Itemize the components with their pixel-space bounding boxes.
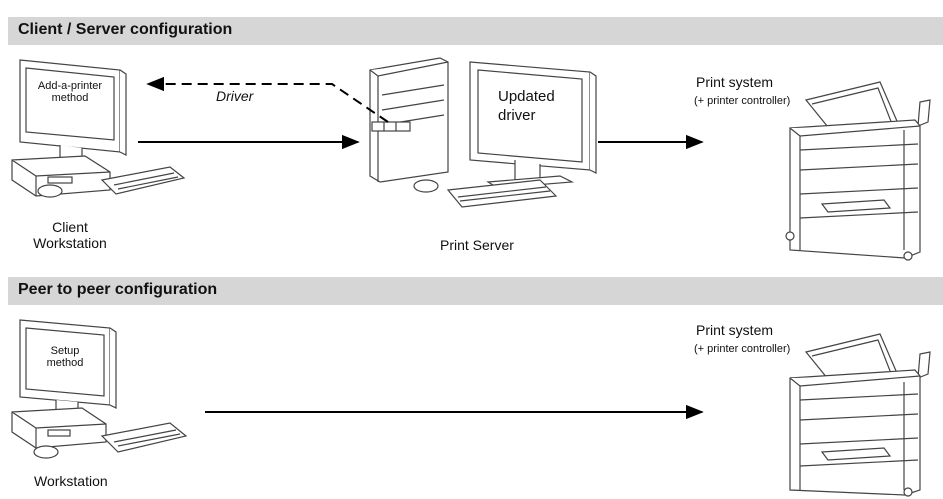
driver-label: Driver [216, 88, 254, 104]
client-screen-text: Add-a-printer method [22, 80, 118, 104]
peer-workstation-icon [11, 319, 188, 459]
print-server-label: Print Server [440, 237, 514, 253]
workstation-label: Workstation [34, 473, 108, 489]
client-workstation-label: Client Workstation [20, 219, 120, 251]
server-screen-text: Updated driver [498, 87, 555, 125]
client-screen-line-2: method [51, 92, 89, 104]
print-system-icon [785, 81, 931, 261]
peer-print-system-icon [789, 333, 931, 497]
peer-print-system-label: Print system [696, 322, 774, 338]
client-workstation-icon [11, 59, 186, 198]
peer-to-peer-title: Peer to peer configuration [18, 281, 218, 298]
server-screen-line-2: driver [498, 107, 536, 124]
driver-return-arrow [146, 76, 389, 123]
client-label-line-2: Workstation [33, 235, 107, 251]
print-system-sublabel: (+ printer controller) [694, 95, 791, 107]
print-system-label: Print system [696, 74, 774, 90]
peer-screen-line-1: Setup [50, 345, 80, 357]
client-screen-line-1: Add-a-printer [37, 80, 103, 92]
client-server-title: Client / Server configuration [18, 21, 233, 38]
client-label-line-1: Client [52, 219, 88, 235]
peer-screen-text: Setup method [26, 345, 104, 369]
print-server-icon [369, 57, 597, 208]
client-server-header: Client / Server configuration [8, 17, 943, 45]
peer-screen-line-2: method [46, 357, 84, 369]
peer-to-peer-header: Peer to peer configuration [8, 277, 943, 305]
server-screen-line-1: Updated [498, 88, 555, 105]
peer-print-system-sublabel: (+ printer controller) [694, 343, 791, 355]
